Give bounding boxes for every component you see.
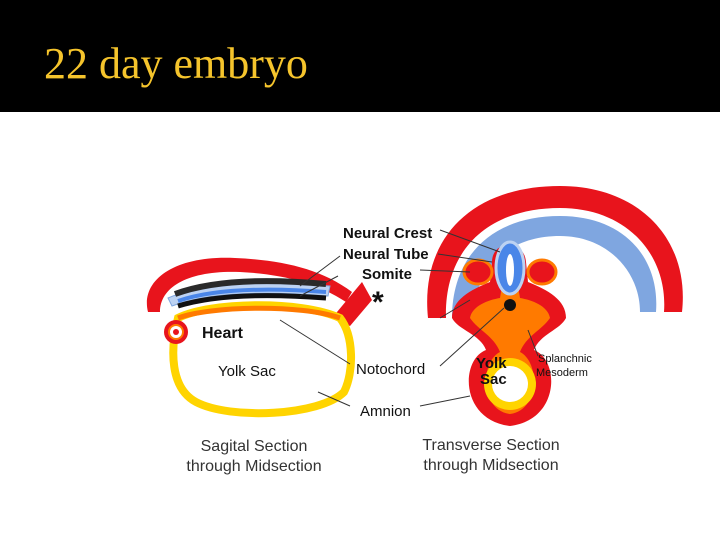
slide-title: 22 day embryo: [44, 39, 308, 88]
label-heart: Heart: [202, 325, 244, 342]
transverse-section: [427, 186, 683, 426]
label-yolk-sac-transverse-1: Yolk: [476, 355, 507, 372]
label-yolk-sac: Yolk Sac: [218, 363, 276, 380]
label-splanchnic-2: Mesoderm: [536, 367, 588, 379]
transverse-amnion: [427, 186, 683, 318]
caption-sagittal-2: through Midsection: [186, 458, 321, 475]
caption-sagittal-1: Sagital Section: [201, 438, 308, 455]
label-neural-crest: Neural Crest: [343, 225, 432, 242]
leader-lines: [279, 229, 539, 407]
caption-transverse-1: Transverse Section: [422, 437, 559, 454]
title-bar: 22 day embryo: [0, 0, 720, 112]
sagittal-yolk-sac: [169, 301, 355, 418]
notochord: [504, 299, 516, 311]
somite-right: [526, 258, 558, 286]
sagittal-section: [146, 257, 372, 418]
embryo-diagram: Neural Crest Neural Tube Somite * Heart …: [146, 186, 683, 475]
heart-icon: [164, 320, 188, 344]
label-somite: Somite: [362, 266, 412, 283]
label-splanchnic-1: Splanchnic: [538, 353, 592, 365]
label-asterisk: *: [372, 286, 384, 319]
label-neural-tube: Neural Tube: [343, 246, 429, 263]
caption-transverse-2: through Midsection: [423, 457, 558, 474]
label-notochord: Notochord: [356, 361, 425, 378]
label-amnion: Amnion: [360, 403, 411, 420]
sagittal-amnion: [146, 257, 352, 312]
label-yolk-sac-transverse-2: Sac: [480, 371, 507, 388]
